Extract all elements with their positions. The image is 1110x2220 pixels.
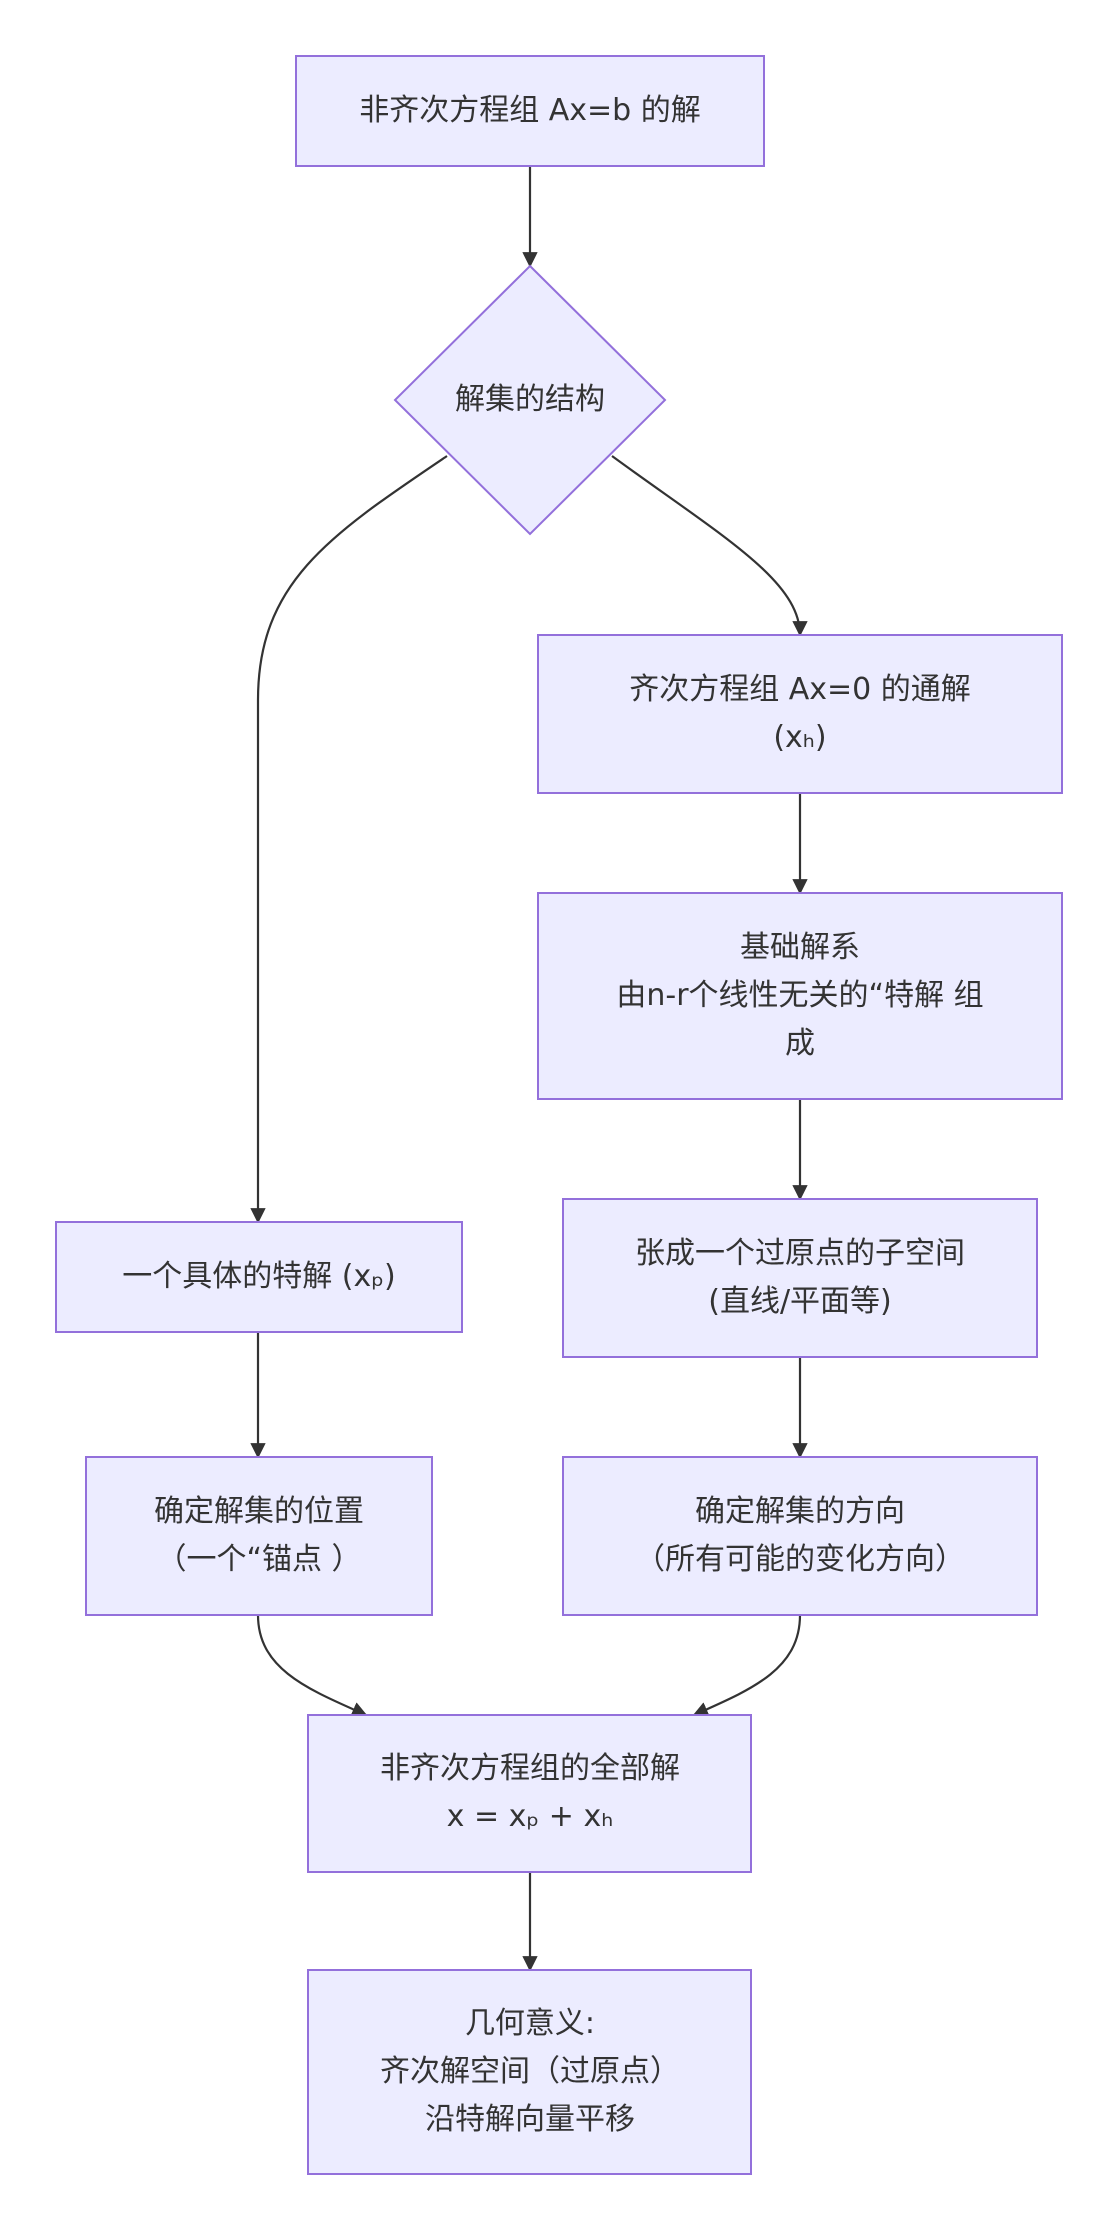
node-homogeneous: 齐次方程组 Ax=0 的通解 (xₕ) [537,634,1063,794]
node-direction: 确定解集的方向 （所有可能的变化方向） [562,1456,1038,1616]
node-geometry-label-line: 沿特解向量平移 [425,2102,635,2137]
node-direction-label: 确定解集的方向 （所有可能的变化方向） [635,1494,965,1577]
node-geometry-label-line: 几何意义: [465,2006,595,2041]
node-general: 非齐次方程组的全部解 x = xₚ + xₕ [307,1714,752,1873]
node-span-label-line: (直线/平面等) [708,1284,892,1319]
node-start: 非齐次方程组 Ax=b 的解 [295,55,765,167]
node-general-label-line: x = xₚ + xₕ [447,1799,614,1834]
node-structure-label-line: 解集的结构 [455,382,605,417]
node-span-label-line: 张成一个过原点的子空间 [635,1236,965,1271]
node-direction-label-line: （所有可能的变化方向） [635,1542,965,1577]
node-position-label: 确定解集的位置 （一个“锚点 ） [154,1494,364,1577]
node-position-label-line: （一个“锚点 ） [156,1542,361,1577]
node-basis-label-line: 基础解系 [740,930,860,965]
node-span: 张成一个过原点的子空间 (直线/平面等) [562,1198,1038,1358]
node-start-label: 非齐次方程组 Ax=b 的解 [359,93,701,128]
node-structure: 解集的结构 [393,264,667,536]
node-particular: 一个具体的特解 (xₚ) [55,1221,463,1333]
node-basis-label-line: 成 [785,1026,815,1061]
edge-position-to-general [256,1614,368,1717]
node-homogeneous-label-line: 齐次方程组 Ax=0 的通解 [629,672,971,707]
edges [250,166,808,1972]
node-position-label-line: 确定解集的位置 [154,1494,364,1529]
node-general-label: 非齐次方程组的全部解 x = xₚ + xₕ [380,1751,680,1834]
node-homogeneous-label: 齐次方程组 Ax=0 的通解 (xₕ) [629,672,971,755]
edge-direction-to-general [692,1614,802,1717]
node-particular-label-line: 一个具体的特解 (xₚ) [122,1259,396,1294]
node-basis-label: 基础解系由n-r个线性无关的“特解 组成 [616,930,983,1061]
node-homogeneous-label-line: (xₕ) [773,720,826,755]
node-geometry-label: 几何意义: 齐次解空间（过原点） 沿特解向量平移 [380,2006,680,2137]
node-basis-label-line: 由n-r个线性无关的“特解 组 [616,978,983,1013]
node-start-label-line: 非齐次方程组 Ax=b 的解 [359,93,701,128]
node-particular-label: 一个具体的特解 (xₚ) [122,1259,396,1294]
nodes: 非齐次方程组 Ax=b 的解 解集的结构 齐次方程组 Ax=0 的通解(xₕ) … [55,55,1063,2175]
node-span-label: 张成一个过原点的子空间 (直线/平面等) [635,1236,965,1319]
node-geometry-label-line: 齐次解空间（过原点） [380,2054,680,2089]
node-basis: 基础解系由n-r个线性无关的“特解 组成 [537,892,1063,1100]
node-general-label-line: 非齐次方程组的全部解 [380,1751,680,1786]
node-position: 确定解集的位置 （一个“锚点 ） [85,1456,433,1616]
node-direction-label-line: 确定解集的方向 [695,1494,905,1529]
node-geometry: 几何意义: 齐次解空间（过原点） 沿特解向量平移 [307,1969,752,2175]
edge-structure-to-particular [250,455,448,1224]
edge-structure-to-homogeneous [611,455,808,637]
node-structure-label: 解集的结构 [455,382,605,417]
